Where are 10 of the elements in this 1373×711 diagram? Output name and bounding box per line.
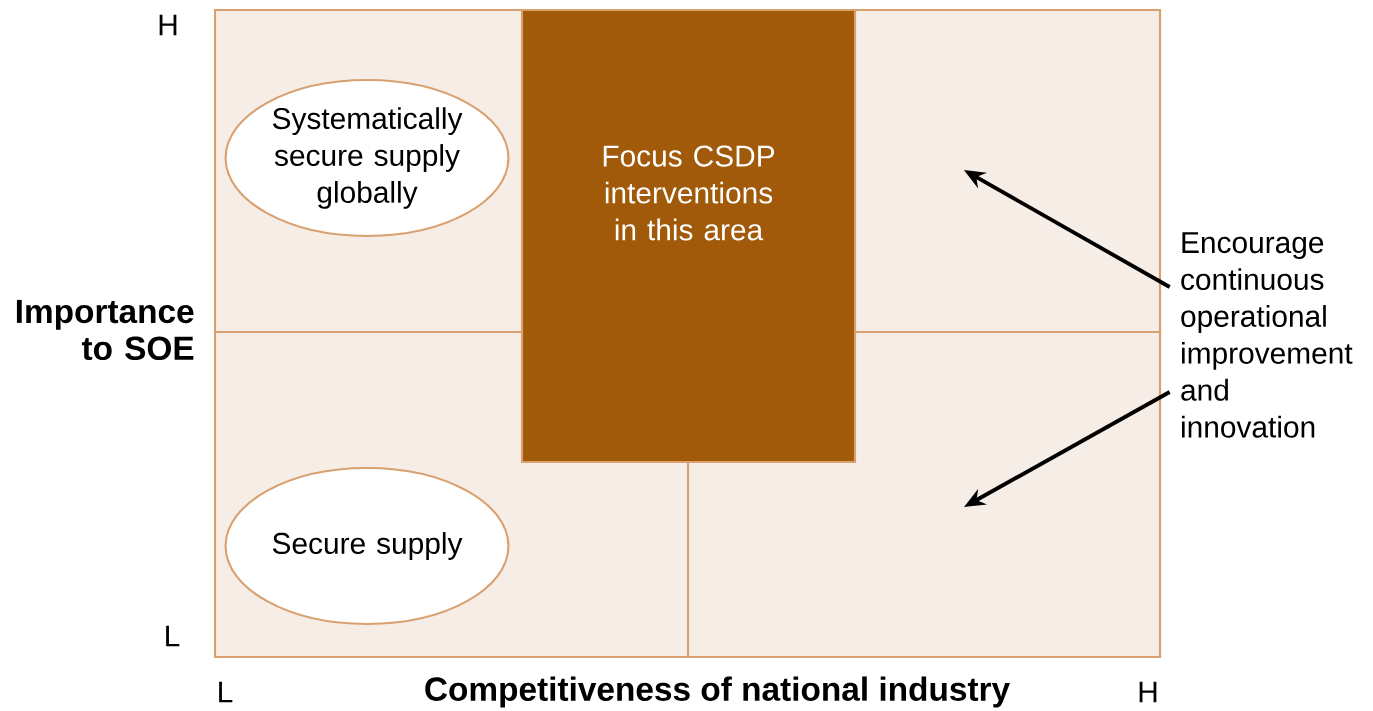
focus-box: [520, 8, 857, 464]
note-text: Encourage continuous operational improvement and innovation: [1181, 232, 1353, 438]
ellipse-node: Secure supply: [224, 466, 510, 626]
axis-tick-label: L: [219, 681, 233, 703]
axis-tick-label: H: [159, 14, 177, 36]
ellipse-node: Systematically secure supply globally: [224, 78, 510, 238]
axis-title: Competitiveness of national industry: [425, 676, 1010, 708]
axis-tick-label: L: [166, 625, 180, 647]
node-label: Focus CSDP interventions in this area: [603, 145, 775, 241]
axis-title: Importance to SOE: [16, 299, 194, 361]
